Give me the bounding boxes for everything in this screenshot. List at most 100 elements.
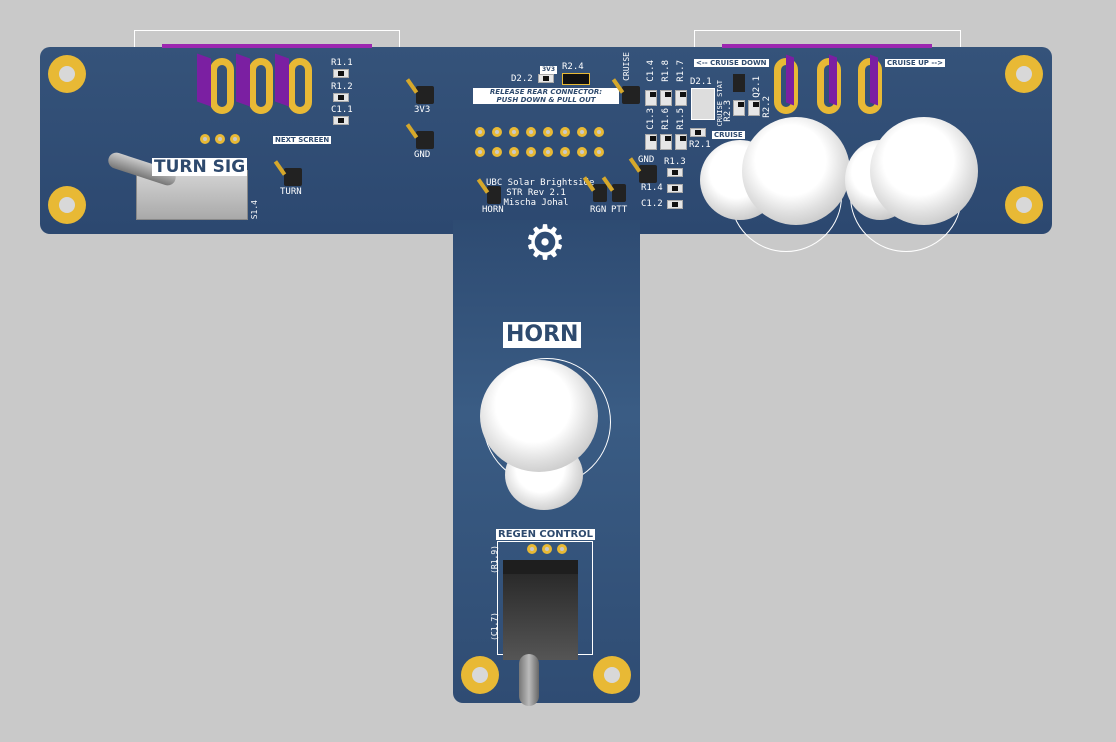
title-block: UBC Solar Brightside STR Rev 2.1 Mischa … [486,178,595,208]
ref-s1-4: S1.4 [250,200,259,220]
mounting-hole [48,186,86,224]
cruise-button-label: CRUISE [712,131,745,139]
pad [230,134,240,144]
resistor-r1-4 [667,184,683,193]
connector-blade [786,54,794,106]
capacitor-c1-1 [333,116,349,125]
mounting-hole [461,656,499,694]
gnd2-label: GND [638,155,655,165]
rgn-label: RGN [590,205,607,215]
resistor-r2-4 [562,73,590,85]
cruise-up-button[interactable] [870,117,978,225]
connector-blade [236,53,250,107]
switch-slot [210,58,234,114]
connector-outline-right [694,30,961,49]
next-screen-label: NEXT SCREEN [273,136,332,144]
connector-blade [829,54,837,106]
ref-r2-3: R2.3 [723,100,733,122]
ref-r2-1: R2.1 [689,140,711,150]
mounting-hole [593,656,631,694]
purple-strip-left [162,44,372,48]
resistor-r1-6 [660,134,672,150]
ref-r2-2: R2.2 [762,96,772,118]
title-line1: UBC Solar Brightside [486,178,595,188]
led-d2-1 [691,88,715,120]
ref-r1-6: R1.6 [661,108,671,130]
led-d2-2 [538,74,554,83]
ptt-label: PTT [611,205,628,215]
cruise-down-label: <-- CRUISE DOWN [694,59,769,67]
ref-r2-4: R2.4 [562,62,584,72]
ref-r1-4: R1.4 [641,183,663,193]
resistor-r2-3 [733,100,745,116]
ref-r1-8: R1.8 [661,60,671,82]
regen-control-label: REGEN CONTROL [496,529,596,540]
pad [527,544,537,554]
turn-header [284,168,302,186]
resistor-r1-1 [333,69,349,78]
mounting-hole [1005,186,1043,224]
ref-r1-3: R1.3 [664,157,686,167]
cruise-down-button[interactable] [742,117,850,225]
rear-connector-pins [475,127,615,161]
ref-r1-9: (R1.9) [490,545,499,574]
switch-slot [288,58,312,114]
resistor-r1-5 [675,134,687,150]
pad [200,134,210,144]
connector-blade [275,53,289,107]
ref-r1-5: R1.5 [676,108,686,130]
horn-header-label: HORN [482,205,504,215]
rgn-header [593,184,607,202]
resistor-r1-7 [675,90,687,106]
connector-blade [870,54,878,106]
connector-blade [197,53,211,107]
regen-toggle-switch[interactable] [503,560,578,706]
gnd-header [416,131,434,149]
3v3-header [416,86,434,104]
cruise-up-label: CRUISE UP --> [885,59,946,67]
gear-logo-icon: ⚙ [523,215,567,271]
ref-c1-1: C1.1 [331,105,353,115]
resistor-r1-3 [667,168,683,177]
capacitor-c1-3 [645,134,657,150]
ptt-header [612,184,626,202]
ref-r1-2: R1.2 [331,82,353,92]
capacitor-c1-4 [645,90,657,106]
capacitor-c1-2 [667,200,683,209]
resistor-r1-8 [660,90,672,106]
horn-header [487,186,501,204]
ref-q2-1: Q2.1 [752,76,762,98]
3v3-label: 3V3 [414,105,431,115]
turn-signal-toggle-switch[interactable] [106,150,248,220]
transistor-q2-1 [733,74,745,92]
purple-strip-right [722,44,932,48]
turn-header-label: TURN [280,187,302,197]
resistor-r2-1 [690,128,706,137]
ref-d2-1: D2.1 [690,77,712,87]
ref-c1-3: C1.3 [646,108,656,130]
horn-button[interactable] [480,360,598,472]
toggle-lever-icon [519,654,539,706]
connector-outline-left [134,30,400,49]
resistor-r2-2 [748,100,760,116]
d2-2-3v3-label: 3V3 [540,66,557,74]
gnd-label: GND [414,150,431,160]
release-note-line2: PUSH DOWN & PULL OUT [496,96,596,104]
turn-sig-label: TURN SIG [152,157,248,177]
release-note: RELEASE REAR CONNECTOR: PUSH DOWN & PULL… [473,88,619,104]
horn-label: HORN [503,322,582,348]
pad [557,544,567,554]
ref-r1-1: R1.1 [331,58,353,68]
ref-r1-7: R1.7 [676,60,686,82]
mounting-hole [1005,55,1043,93]
title-line3: Mischa Johal [503,198,569,208]
pad [542,544,552,554]
cruise-header-label: CRUISE [622,52,631,81]
gnd2-header [639,165,657,183]
resistor-r1-2 [333,93,349,102]
switch-slot [249,58,273,114]
pad [215,134,225,144]
mounting-hole [48,55,86,93]
cruise-header [622,86,640,104]
ref-c1-4: C1.4 [646,60,656,82]
